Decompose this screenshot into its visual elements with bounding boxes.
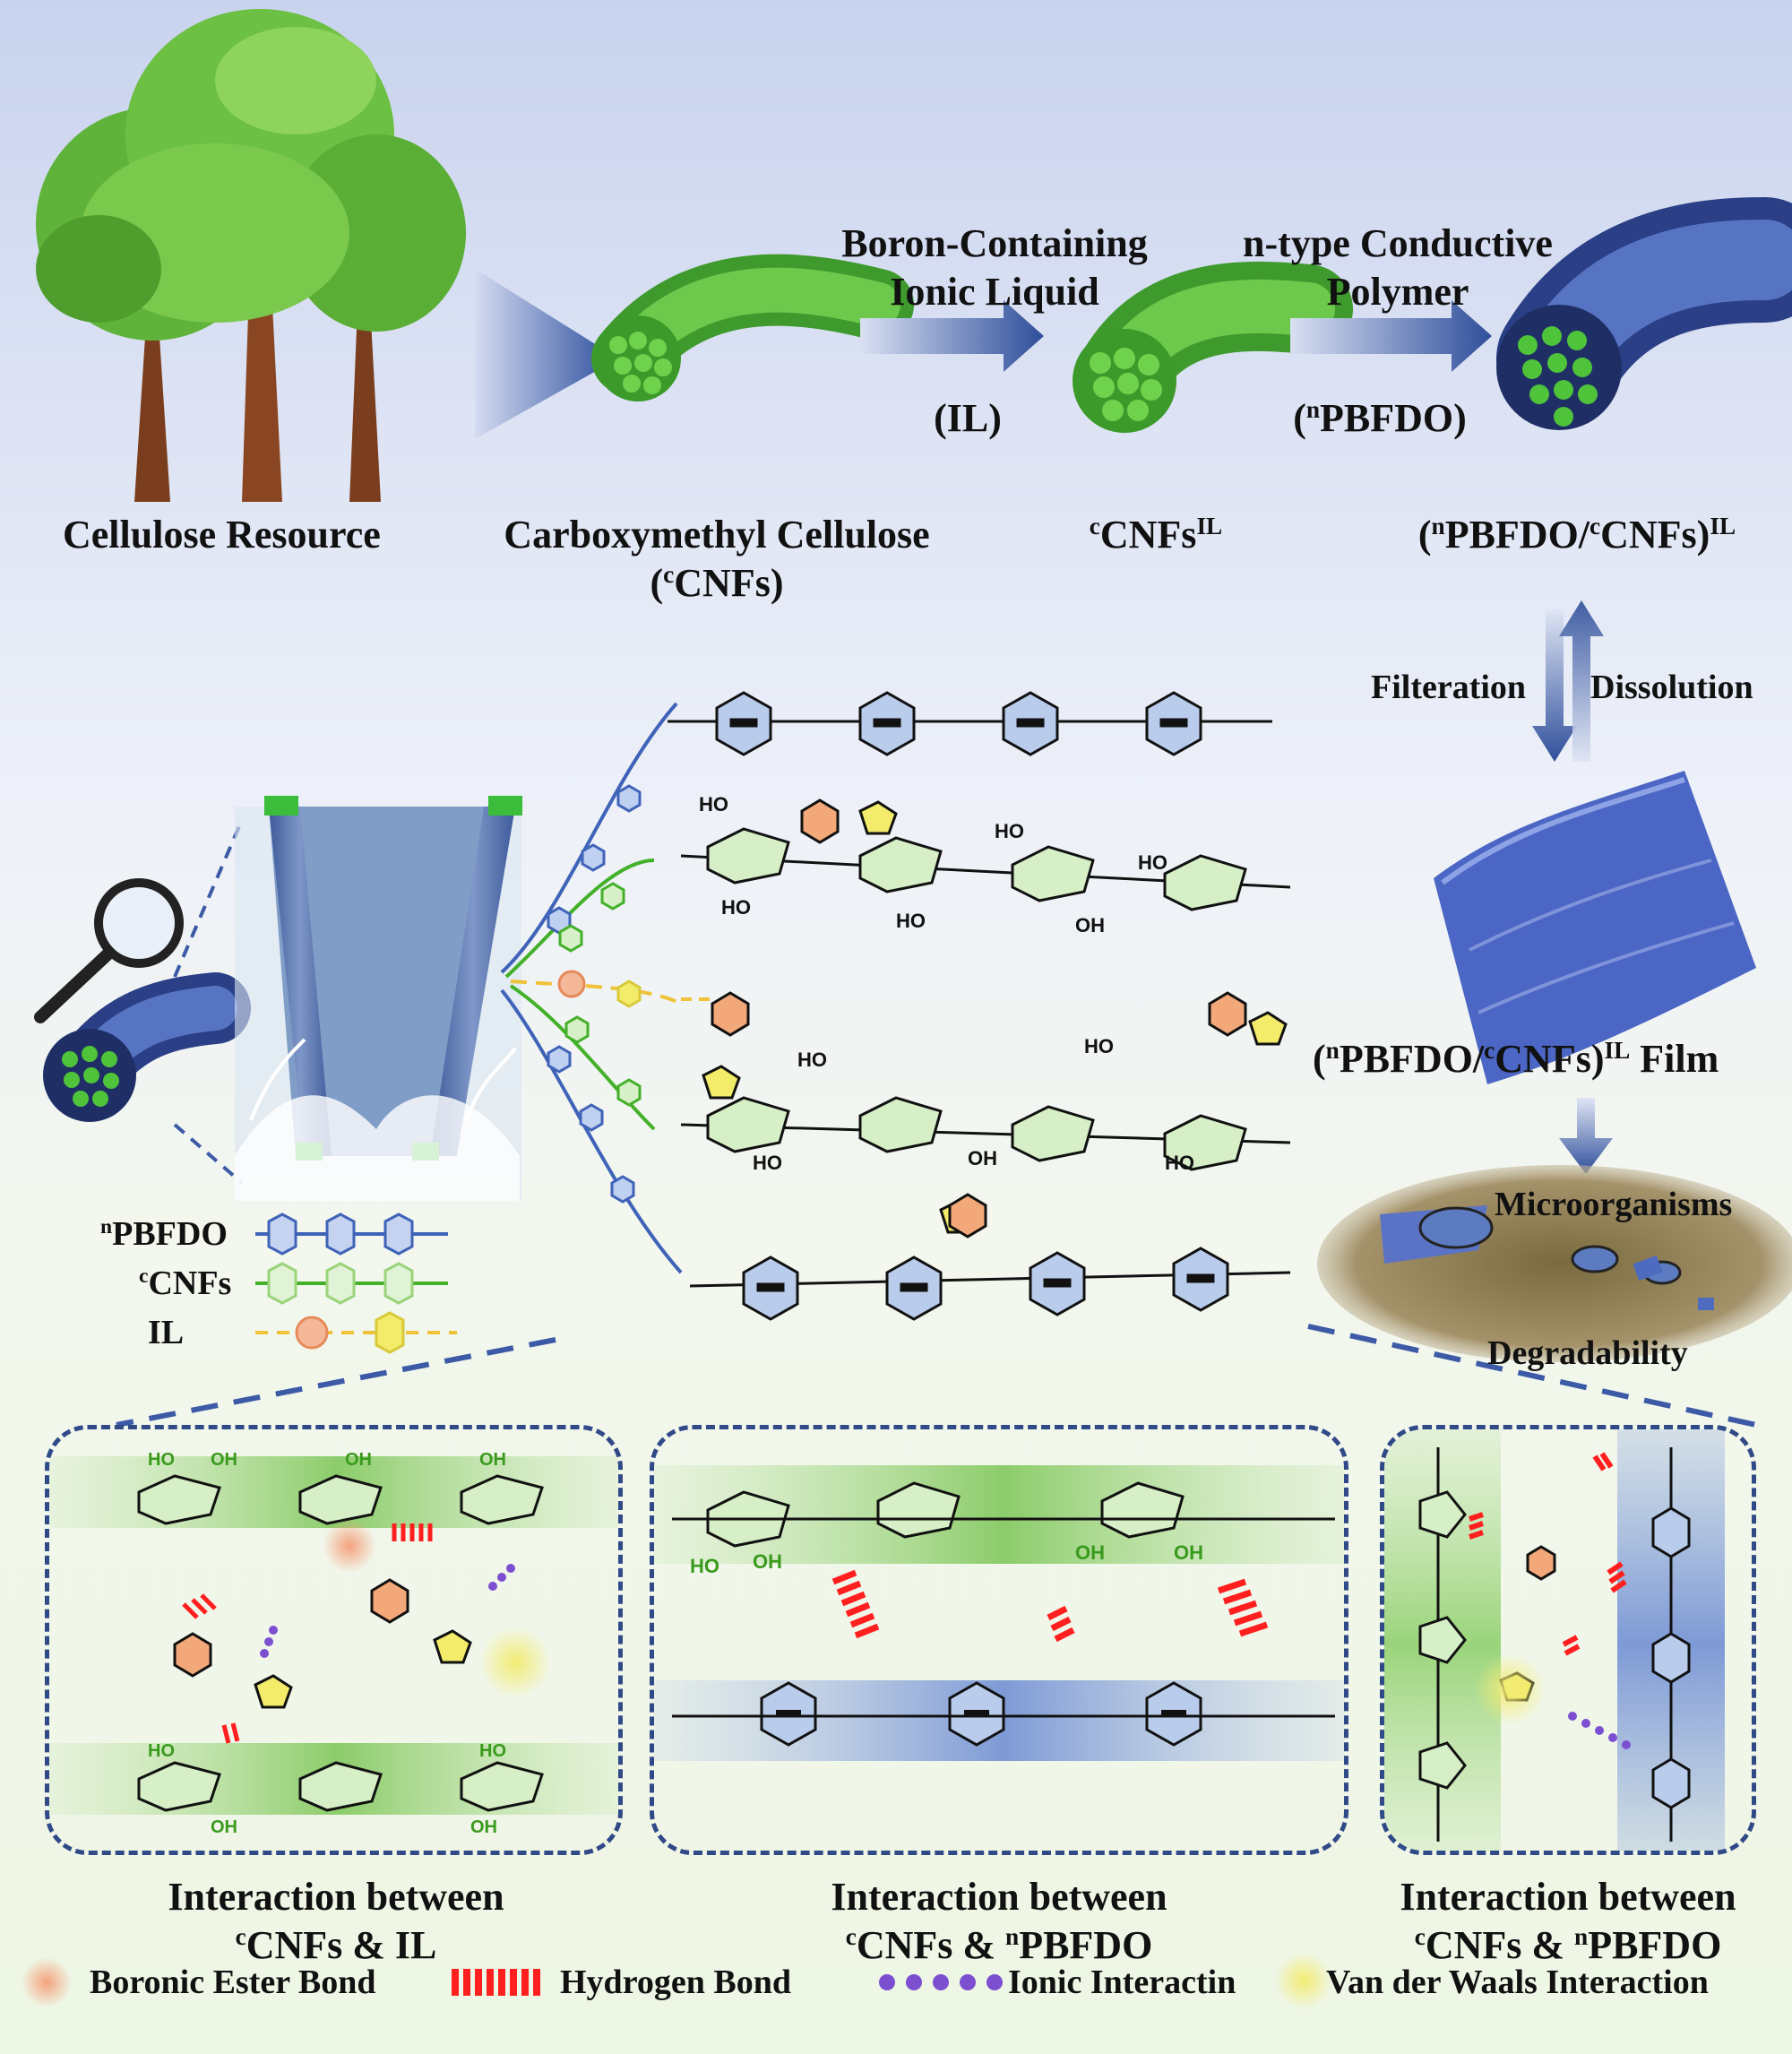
dissolution-label: Dissolution [1590, 669, 1753, 706]
pbfdo-abbrev-label: (nPBFDO) [1293, 396, 1467, 440]
cellulose-resource-label: Cellulose Resource [63, 513, 381, 557]
panel1-title: Interaction between cCNFs & IL [54, 1873, 618, 1970]
composite-label: (nPBFDO/cCNFs)IL [1417, 513, 1736, 557]
filtration-dissolution-arrows [1532, 600, 1604, 762]
legend-ionic-label: Ionic Interactin [1008, 1963, 1236, 2001]
small-composite-bundle-icon [43, 972, 251, 1122]
svg-text:HO: HO [1138, 851, 1167, 874]
polymer-reagent-line2: Polymer [1326, 270, 1469, 314]
il-reagent-line1: Boron-Containing [841, 221, 1148, 265]
panel2-title-line1: Interaction between [831, 1875, 1167, 1919]
il-molecules [702, 798, 1288, 1238]
cnf-bundle-icon [591, 254, 914, 401]
panel3-title-line1: Interaction between [1400, 1875, 1736, 1919]
panel-cnf-pbfdo-2 [1380, 1425, 1756, 1855]
panel1-title-line2: cCNFs & IL [235, 1923, 437, 1967]
pbfdo-ring-top-4 [1145, 691, 1202, 756]
pbfdo-chain-top [668, 691, 1272, 756]
svg-text:HO: HO [148, 1450, 175, 1470]
panel3-title-line2: cCNFs & nPBFDO [1414, 1923, 1722, 1967]
svg-text:HO: HO [797, 1049, 827, 1071]
legend-hydrogen-label: Hydrogen Bond [560, 1963, 791, 2001]
magnifier-icon [34, 878, 184, 1023]
filtration-label: Filteration [1371, 669, 1527, 706]
cellulose-chain-upper [680, 827, 1291, 911]
pbfdo-ring-top-2 [858, 691, 916, 756]
key-pbfdo-chain [255, 1213, 448, 1256]
legend-boronic-label: Boronic Ester Bond [90, 1963, 376, 2001]
il-reagent-label: Boron-Containing Ionic Liquid [806, 220, 1183, 316]
cmc-label-line2: (cCNFs) [650, 561, 784, 605]
svg-text:OH: OH [470, 1817, 497, 1837]
tree-icon [36, 9, 466, 502]
svg-text:HO: HO [995, 820, 1024, 842]
svg-text:HO: HO [148, 1741, 175, 1761]
microorganism-icon [1418, 1206, 1714, 1310]
panel3-title: Interaction between cCNFs & nPBFDO [1353, 1873, 1783, 1970]
il-reagent-line2: Ionic Liquid [890, 270, 1099, 314]
microorganisms-label: Microorganisms [1495, 1186, 1733, 1223]
panel-cnf-il: HO OH OH OH HO HO OH OH [45, 1425, 623, 1855]
pbfdo-arrow-icon [1290, 300, 1492, 372]
pbfdo-chain-bottom [689, 1247, 1291, 1321]
panel-cnf-pbfdo-2-graphics [1384, 1429, 1725, 1851]
svg-text:OH: OH [211, 1817, 237, 1837]
cnf-il-label: cCNFsIL [1089, 513, 1223, 557]
key-cnfs-label: cCNFs [139, 1264, 232, 1302]
film-label: (nPBFDO/cCNFs)IL Film [1313, 1037, 1719, 1081]
svg-text:OH: OH [479, 1450, 506, 1470]
svg-text:HO: HO [753, 1152, 782, 1174]
svg-text:HO: HO [896, 910, 926, 932]
svg-text:HO: HO [1165, 1152, 1194, 1174]
degradation-arrow-icon [1559, 1098, 1613, 1174]
svg-text:OH: OH [211, 1450, 237, 1470]
key-cnf-chain [255, 1262, 448, 1305]
svg-text:HO: HO [479, 1741, 506, 1761]
chain-fan [500, 702, 683, 1274]
svg-text:OH: OH [1174, 1541, 1203, 1564]
cmc-label-line1: Carboxymethyl Cellulose [504, 513, 930, 557]
cellulose-chain-lower [680, 1096, 1291, 1171]
svg-text:OH: OH [345, 1450, 372, 1470]
key-il-chain [255, 1311, 457, 1354]
key-il-label: IL [148, 1314, 185, 1351]
polymer-reagent-line1: n-type Conductive [1243, 221, 1553, 265]
composite-bundle-icon [1496, 197, 1792, 430]
panel2-title: Interaction between cCNFs & nPBFDO [650, 1873, 1348, 1970]
il-abbrev-label: (IL) [934, 396, 1002, 440]
svg-text:HO: HO [699, 793, 728, 816]
svg-text:HO: HO [721, 896, 751, 919]
cnf-il-bundle-icon [1073, 261, 1353, 433]
panel-cnf-il-graphics: HO OH OH OH HO HO OH OH [49, 1450, 618, 1837]
panel-cnf-pbfdo-1-graphics: HO OH OH OH [654, 1465, 1344, 1761]
svg-text:HO: HO [690, 1555, 719, 1577]
degradability-label: Degradability [1487, 1334, 1688, 1372]
polymer-reagent-label: n-type Conductive Polymer [1201, 220, 1595, 316]
water-glass-icon [235, 796, 522, 1201]
svg-text:HO: HO [1084, 1035, 1114, 1057]
panel1-title-line1: Interaction between [168, 1875, 504, 1919]
process-arrow-icon [475, 269, 618, 439]
film-icon [1434, 771, 1756, 1084]
chain-hexagons [547, 784, 642, 1204]
svg-text:OH: OH [1075, 1541, 1105, 1564]
pbfdo-ring-top-3 [1002, 691, 1059, 756]
svg-text:OH: OH [753, 1550, 782, 1573]
panel2-title-line2: cCNFs & nPBFDO [845, 1923, 1153, 1967]
svg-text:OH: OH [1075, 914, 1105, 936]
cmc-label: Carboxymethyl Cellulose (cCNFs) [466, 511, 968, 608]
svg-text:OH: OH [968, 1147, 997, 1169]
panel-cnf-pbfdo-1: HO OH OH OH [650, 1425, 1348, 1855]
pbfdo-ring-top-1 [715, 691, 772, 756]
hydroxyl-labels-center: HO HO HO HO HO OH HO HO HO OH HO [699, 793, 1194, 1174]
legend-vdw-label: Van der Waals Interaction [1326, 1963, 1709, 2001]
key-pbfdo-label: nPBFDO [100, 1215, 228, 1253]
il-arrow-icon [860, 300, 1044, 372]
